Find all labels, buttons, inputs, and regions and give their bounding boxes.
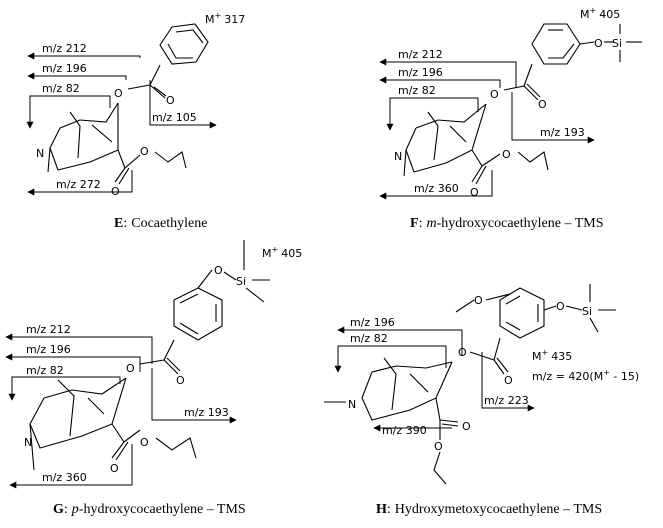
tropane-skeleton xyxy=(49,103,119,171)
fragment-label: m/z 105 xyxy=(152,111,197,124)
benzene-ring xyxy=(159,23,209,65)
caption-h: H:Hydroxymetoxycocaethylene – TMS xyxy=(376,502,602,517)
fragment-label: m/z 193 xyxy=(184,406,229,419)
fragment-label: m/z 212 xyxy=(26,323,71,336)
fragment-label: m/z 360 xyxy=(414,182,459,195)
atom-n: N xyxy=(36,147,44,160)
fragment-label: m/z 223 xyxy=(484,394,529,407)
tropane-skeleton xyxy=(29,377,127,449)
atom-o: O xyxy=(214,264,223,277)
atom-o: O xyxy=(166,94,175,107)
caption-e: E:Cocaethylene xyxy=(114,216,207,231)
fragment-label: m/z 390 xyxy=(382,424,427,437)
atom-si: Si xyxy=(236,275,246,288)
fragment-label: m/z 82 xyxy=(26,364,64,377)
atom-o: O xyxy=(504,374,513,387)
atom-n: N xyxy=(348,398,356,411)
atom-n: N xyxy=(394,150,402,163)
caption-f: F:m-hydroxycocaethylene – TMS xyxy=(410,216,604,231)
fragment-label: m/z 196 xyxy=(42,62,87,75)
fragment-label: m/z 196 xyxy=(350,316,395,329)
atom-si: Si xyxy=(612,37,622,50)
molecule-g: O Si M+405 O O N O O m/z 212 m/z 196 m/z… xyxy=(5,240,302,517)
fragment-label: m/z 272 xyxy=(56,178,101,191)
fragment-label: m/z 82 xyxy=(398,84,436,97)
atom-o: O xyxy=(140,436,149,449)
molecular-ion-label: M+317 xyxy=(205,11,245,26)
atom-o: O xyxy=(474,294,483,307)
atom-o: O xyxy=(502,148,511,161)
benzene-ring xyxy=(499,287,545,339)
benzene-ring xyxy=(531,23,581,65)
molecule-e: M+317 O O N O O m/z 212 m/z 196 m/z 82 m… xyxy=(26,11,245,231)
fragment-label: m/z 212 xyxy=(398,48,443,61)
molecular-ion-label: M+405 xyxy=(580,6,620,21)
tropane-skeleton xyxy=(361,361,453,421)
fragment-label: m/z 196 xyxy=(26,343,71,356)
fragment-label: m/z 196 xyxy=(398,66,443,79)
atom-o: O xyxy=(140,145,149,158)
atom-o: O xyxy=(110,462,119,475)
atom-o: O xyxy=(470,186,479,199)
loss-label: m/z = 420(M+ - 15) xyxy=(532,368,639,383)
atom-o: O xyxy=(126,362,135,375)
atom-o: O xyxy=(538,98,547,111)
atom-o: O xyxy=(556,300,565,313)
molecular-ion-label: M+435 xyxy=(532,348,572,363)
fragment-label: m/z 82 xyxy=(42,82,80,95)
benzene-ring xyxy=(173,287,223,341)
molecule-f: O Si M+405 O O N O O m/z 212 m/z 196 m/z… xyxy=(379,6,642,231)
molecular-ion-label: M+405 xyxy=(262,245,302,260)
atom-o: O xyxy=(434,440,443,453)
caption-g: G:p-hydroxycocaethylene – TMS xyxy=(53,502,246,517)
atom-o: O xyxy=(594,37,603,50)
atom-o: O xyxy=(114,87,123,100)
atom-o: O xyxy=(490,88,499,101)
fragment-label: m/z 360 xyxy=(42,471,87,484)
fragment-label: m/z 193 xyxy=(540,126,585,139)
fragment-label: m/z 212 xyxy=(42,42,87,55)
atom-o: O xyxy=(176,374,185,387)
tropane-skeleton xyxy=(405,103,487,173)
molecule-h: O O Si M+435 m/z = 420(M+ - 15) O O N O … xyxy=(324,284,639,517)
atom-n: N xyxy=(24,436,32,449)
fragment-label: m/z 82 xyxy=(350,332,388,345)
atom-o: O xyxy=(462,420,471,433)
atom-si: Si xyxy=(582,305,592,318)
